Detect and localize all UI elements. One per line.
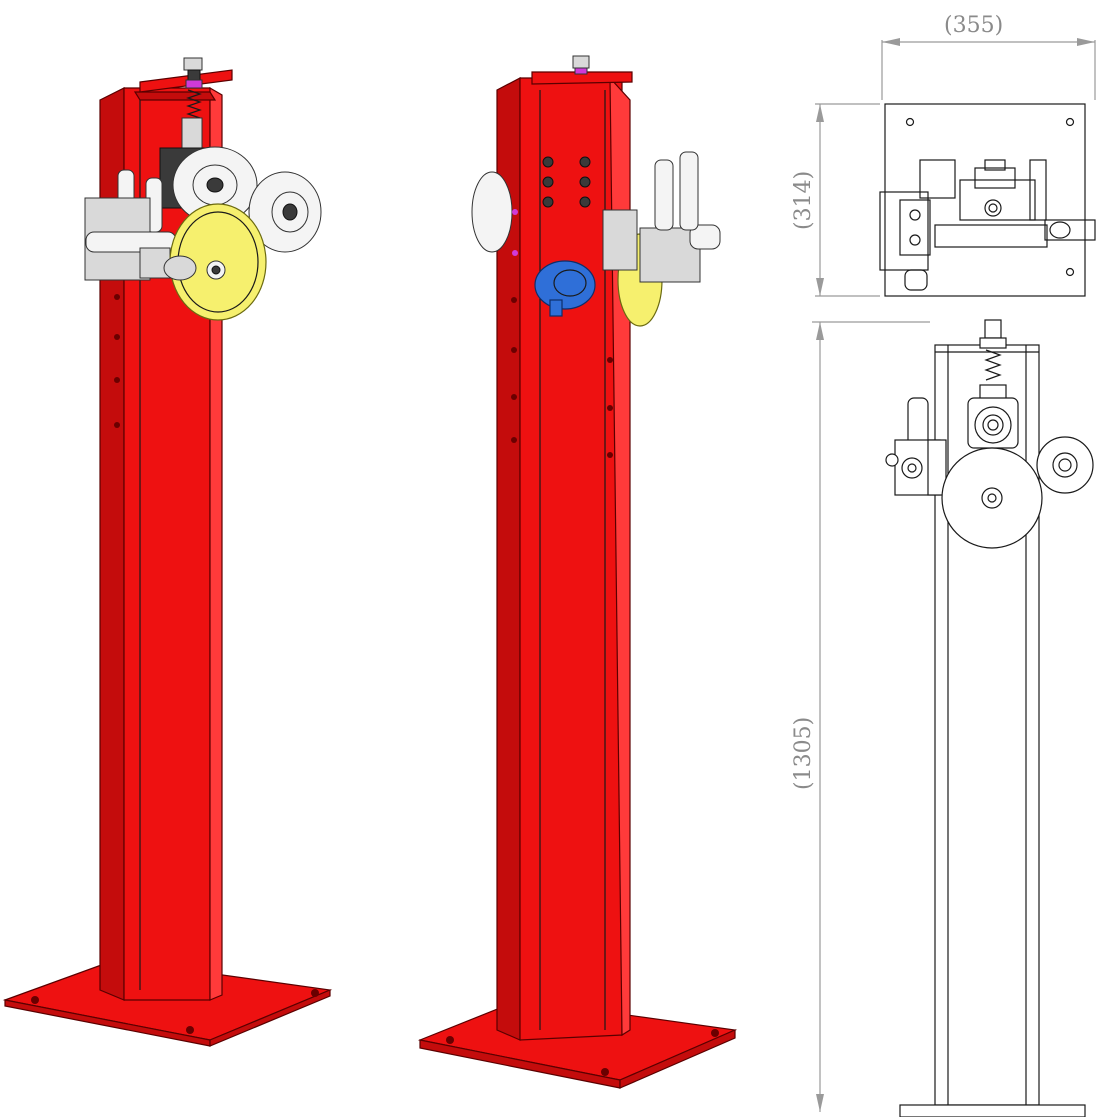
isometric-view-left <box>2 57 333 1047</box>
dimension-width-label: (355) <box>944 13 1003 38</box>
top-view: (355) (314) <box>791 13 1096 297</box>
dimension-depth-label: (314) <box>791 171 816 230</box>
front-view: (1305) <box>791 319 1094 1117</box>
dimension-height-label: (1305) <box>791 717 816 790</box>
isometric-view-right <box>417 55 738 1089</box>
